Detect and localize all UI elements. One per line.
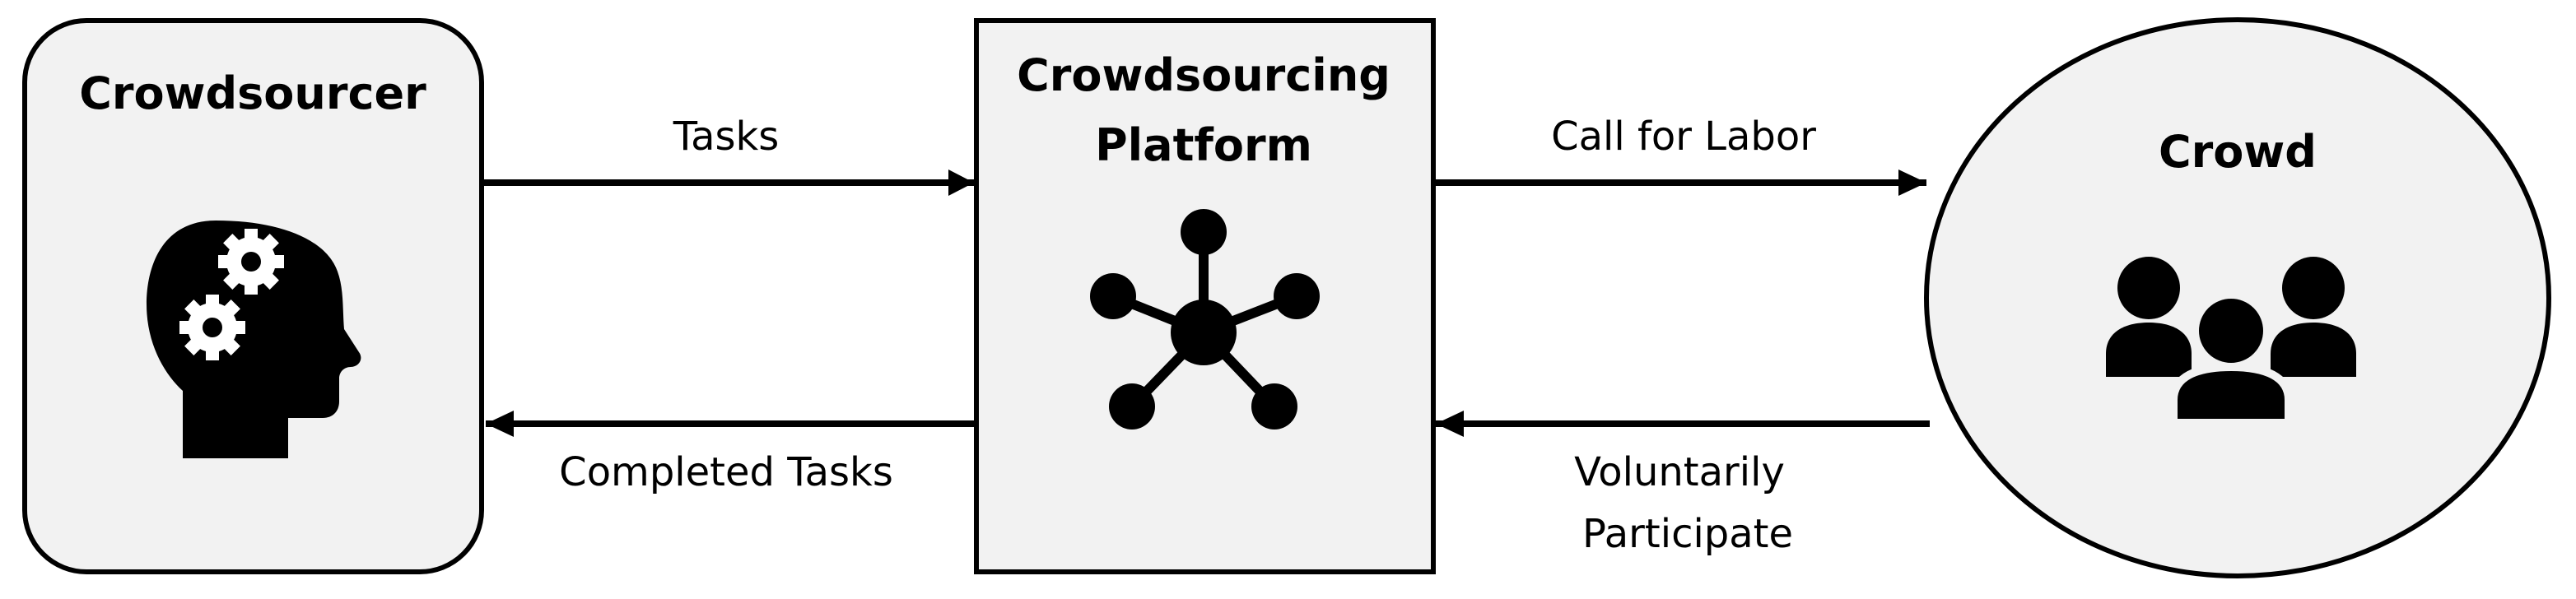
edge-tasks: Tasks <box>484 114 974 196</box>
people-group-icon <box>2106 257 2356 427</box>
crowd-title: Crowd <box>2159 126 2317 178</box>
crowdsourcer-title: Crowdsourcer <box>79 67 426 119</box>
edge-completed-tasks: Completed Tasks <box>486 411 976 495</box>
label-voluntarily: Voluntarily <box>1574 449 1785 495</box>
edge-voluntarily-participate: Voluntarily Participate <box>1436 411 1930 557</box>
edge-call-for-labor: Call for Labor <box>1436 114 1926 196</box>
label-completed-tasks: Completed Tasks <box>559 449 893 495</box>
platform-title-line1: Crowdsourcing <box>1017 49 1390 101</box>
platform-node: Crowdsourcing Platform <box>974 18 1436 574</box>
head-gears-icon <box>147 221 361 458</box>
crowdsourcer-node: Crowdsourcer <box>22 18 484 574</box>
label-participate: Participate <box>1582 511 1793 557</box>
platform-title-line2: Platform <box>1095 119 1312 171</box>
label-tasks: Tasks <box>673 114 780 160</box>
network-hub-icon <box>1090 209 1320 430</box>
platform-box <box>974 18 1436 574</box>
crowd-node: Crowd <box>1924 17 2551 578</box>
label-call-for-labor: Call for Labor <box>1551 114 1816 160</box>
